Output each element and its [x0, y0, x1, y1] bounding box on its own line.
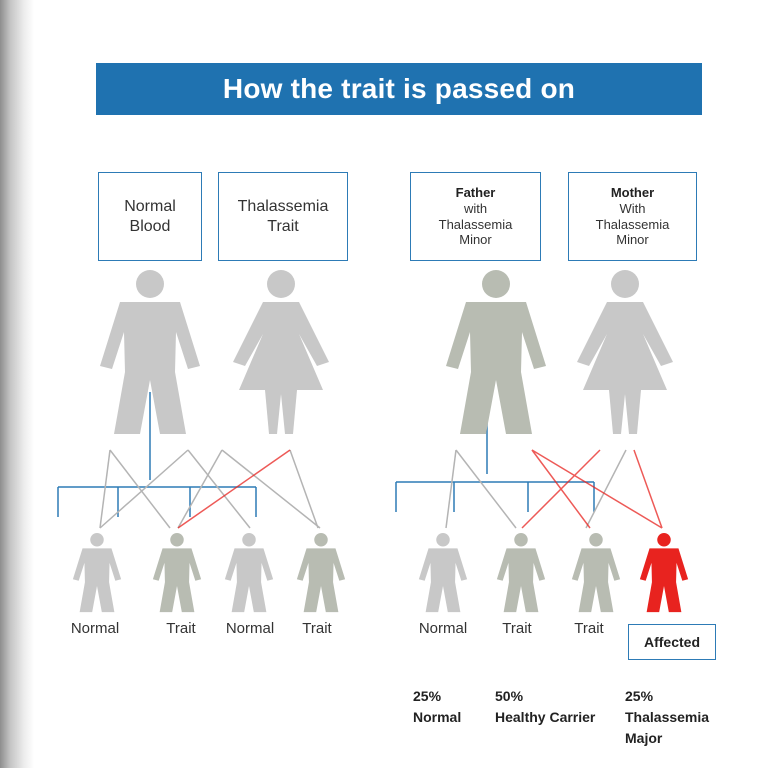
parent-label-text: Thalassemia Trait	[237, 198, 329, 235]
left-child-normal-figure	[72, 532, 122, 613]
right-child-trait-figure	[496, 532, 546, 613]
parent-label-normal-blood: Normal Blood	[98, 172, 202, 261]
right-child-label: Trait	[574, 620, 604, 637]
affected-label: Affected	[628, 624, 716, 660]
outcome-label: Thalassemia Major	[625, 709, 710, 746]
parent-label-father: Father with Thalassemia Minor	[410, 172, 541, 261]
parent-label-thalassemia-trait: Thalassemia Trait	[218, 172, 348, 261]
right-child-label: Trait	[502, 620, 532, 637]
parent-label-bold: Mother	[610, 185, 655, 201]
right-child-label: Normal	[418, 620, 468, 637]
right-child-trait-figure	[571, 532, 621, 613]
parent-label-mother: Mother With Thalassemia Minor	[568, 172, 697, 261]
outcome-thalassemia-major: 25% Thalassemia Major	[625, 686, 735, 749]
parent-label-bold: Father	[455, 185, 496, 201]
left-red-cross-line	[177, 449, 291, 529]
title-banner: How the trait is passed on	[96, 63, 702, 115]
outcome-percent: 25%	[625, 688, 654, 704]
parent-label-text: with Thalassemia Minor	[438, 200, 513, 248]
right-child-affected-figure	[639, 532, 689, 613]
left-child-label: Normal	[225, 620, 275, 637]
right-red-cross-lines	[521, 449, 663, 529]
left-child-label: Trait	[302, 620, 332, 637]
left-child-trait-figure	[296, 532, 346, 613]
outcome-percent: 25%	[413, 688, 442, 704]
left-mother-trait-figure	[233, 270, 329, 434]
left-connectors	[57, 392, 321, 529]
page-edge-shadow	[0, 0, 34, 768]
right-gray-cross-lines	[445, 449, 627, 529]
right-father-trait-figure	[446, 270, 546, 434]
outcome-label: Normal	[413, 709, 462, 725]
left-gray-cross-lines	[99, 449, 321, 529]
right-mother-trait-figure	[577, 270, 673, 434]
outcome-percent: 50%	[495, 688, 524, 704]
parent-label-text: With Thalassemia Minor	[595, 200, 670, 248]
outcome-healthy-carrier: 50% Healthy Carrier	[495, 686, 595, 728]
left-child-normal-figure	[224, 532, 274, 613]
outcome-label: Healthy Carrier	[495, 709, 596, 725]
parent-label-text: Normal Blood	[124, 198, 176, 235]
right-child-normal-figure	[418, 532, 468, 613]
outcome-normal: 25% Normal	[413, 686, 461, 728]
left-child-label: Trait	[166, 620, 196, 637]
left-child-label: Normal	[70, 620, 120, 637]
left-child-trait-figure	[152, 532, 202, 613]
